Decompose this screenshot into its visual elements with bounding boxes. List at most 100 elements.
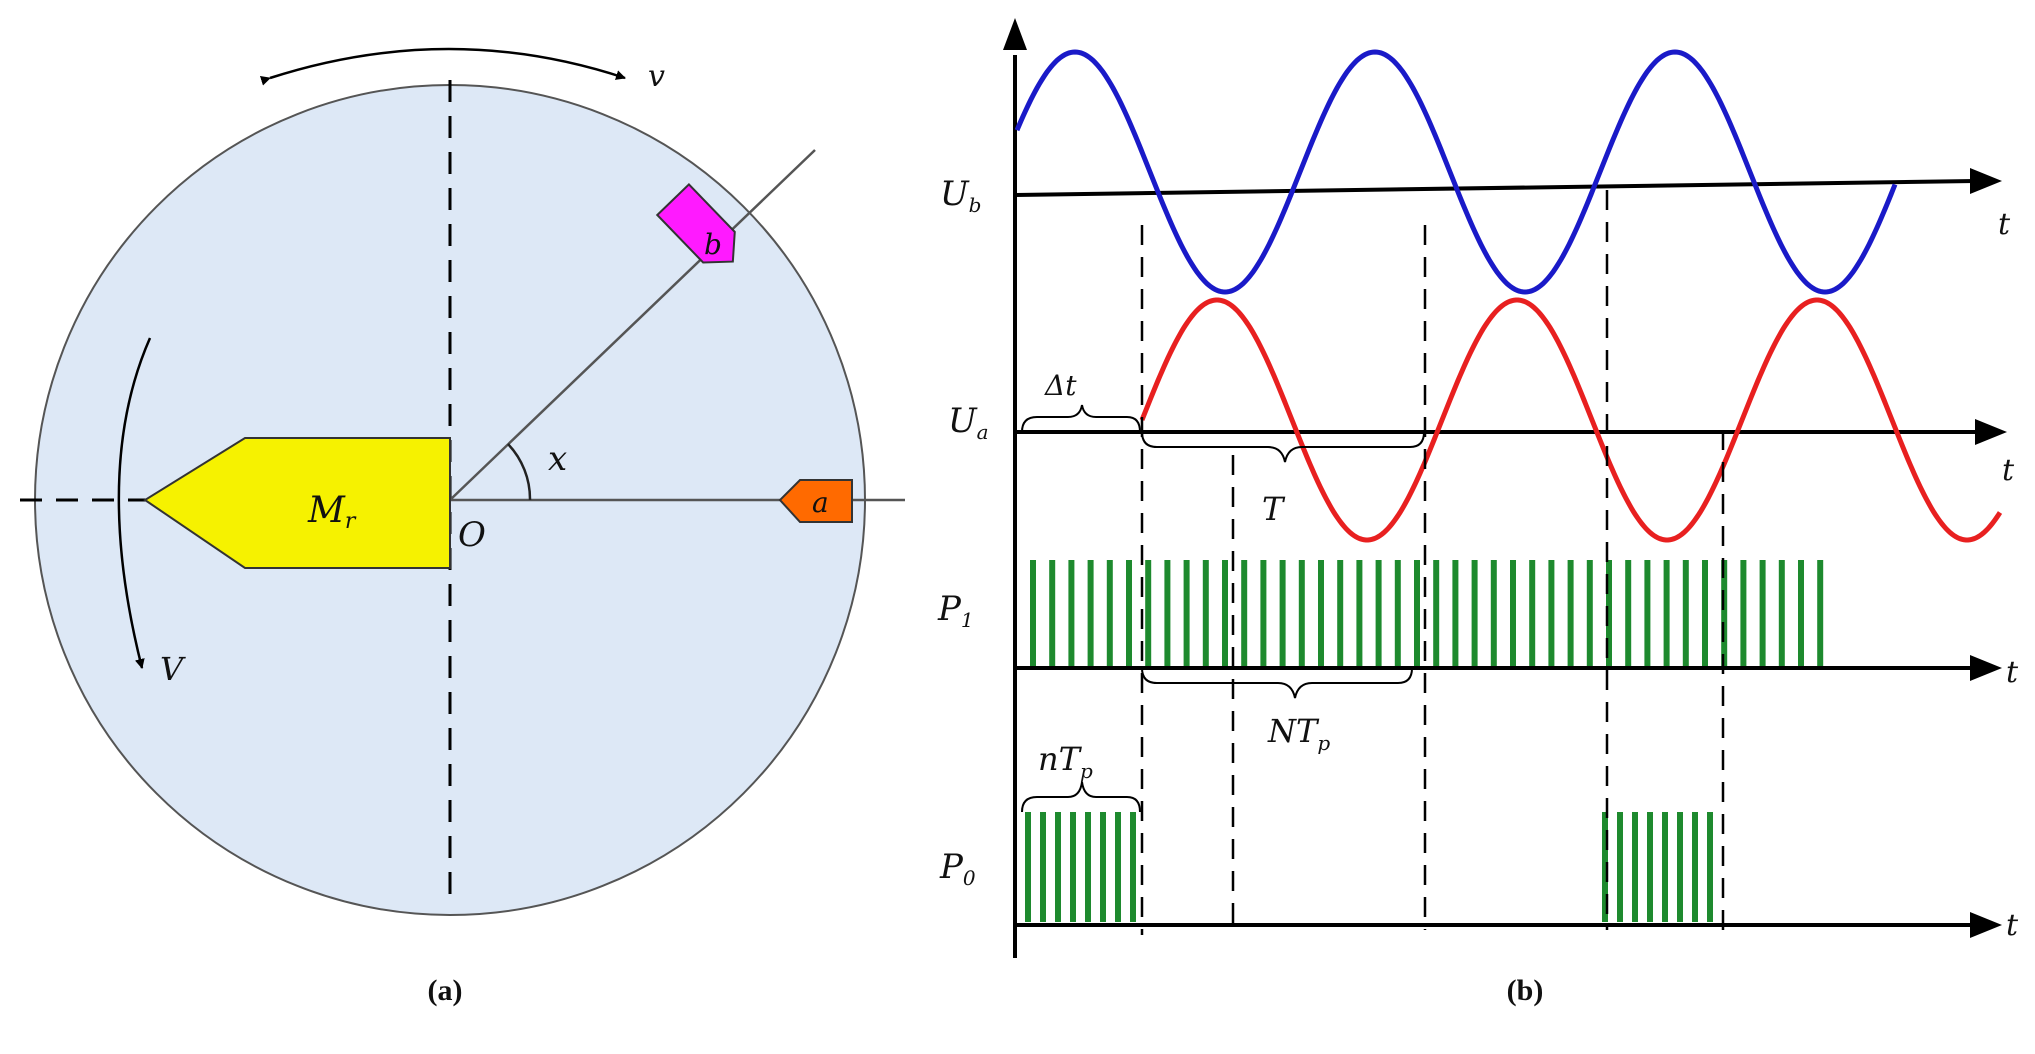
- period-label: T: [1262, 490, 1286, 528]
- mover-shape: [143, 437, 451, 569]
- count-brace: [1141, 667, 1413, 699]
- sensor-b-label: b: [704, 228, 722, 261]
- vertical-axis-arrow: [1003, 18, 1027, 50]
- pulse-bar: [1644, 560, 1651, 666]
- pulse-bar: [1586, 560, 1593, 666]
- pulse-bar: [1663, 560, 1670, 666]
- pulse-bar: [1682, 560, 1689, 666]
- sensor-a-label: a: [812, 486, 829, 519]
- delta-t-brace: [1021, 404, 1141, 433]
- pulse-bar: [1068, 560, 1075, 666]
- pulse-bar: [1625, 560, 1632, 666]
- pulse-bar: [1260, 560, 1267, 666]
- panel-a: x Mr O a b v V (a): [20, 47, 905, 1007]
- pulse-bar: [1471, 560, 1478, 666]
- p0-time-axis-arrow: [1970, 912, 2002, 938]
- ua-label: Ua: [948, 401, 989, 444]
- mover-label: Mr: [307, 490, 357, 534]
- pulse-bar: [1617, 812, 1623, 922]
- pulse-bar: [1025, 812, 1031, 922]
- pulse-bar: [1529, 560, 1536, 666]
- pulse-bar: [1707, 812, 1713, 922]
- pulse-bar: [1721, 560, 1728, 666]
- pulse-bar: [1106, 560, 1113, 666]
- small-count-label: nTp: [1038, 740, 1093, 783]
- ub-label: Ub: [940, 174, 981, 217]
- angle-label: x: [548, 439, 567, 479]
- pulse-bar: [1356, 560, 1363, 666]
- left-rotation-arrow: [117, 337, 152, 669]
- ub-sine-wave: [1014, 49, 1898, 295]
- ua-axis-t-label: t: [2002, 453, 2015, 488]
- delta-t-label: Δt: [1044, 369, 1077, 402]
- p1-label: P1: [937, 589, 974, 632]
- sensor-b: [655, 183, 736, 264]
- pulse-bar: [1241, 560, 1248, 666]
- angle-arc: [507, 443, 532, 501]
- pulse-bar: [1145, 560, 1152, 666]
- pulse-bar: [1130, 812, 1136, 922]
- pulse-bar: [1740, 560, 1747, 666]
- pulse-bar: [1394, 560, 1401, 666]
- ub-time-axis: [1014, 179, 1976, 197]
- pulse-bar: [1692, 812, 1698, 922]
- pulse-bar: [1548, 560, 1555, 666]
- pulse-bar: [1606, 560, 1612, 666]
- pulse-bar: [1632, 812, 1638, 922]
- pulse-bar: [1817, 560, 1824, 666]
- pulse-bar: [1087, 560, 1094, 666]
- pulse-bar: [1318, 560, 1324, 666]
- pulse-bar: [1677, 812, 1683, 922]
- pulse-bar: [1049, 560, 1056, 666]
- pulse-bar: [1202, 560, 1209, 666]
- period-brace: [1141, 431, 1425, 463]
- sensor-a-shape: [778, 479, 853, 523]
- small-count-brace: [1021, 781, 1141, 813]
- count-label: NTp: [1267, 712, 1330, 755]
- pulse-bar: [1778, 560, 1785, 666]
- ua-sine-wave: [1139, 297, 2003, 543]
- pulse-bar: [1662, 812, 1668, 922]
- left-velocity-label: V: [160, 650, 186, 688]
- caption-a: (a): [428, 974, 463, 1007]
- panel-b: Δt T NTp nTp Ub Ua P1 P0 t t t t (b): [937, 18, 2019, 1007]
- pulse-bar: [1433, 560, 1440, 666]
- pulse-bar: [1798, 560, 1804, 666]
- pulse-bar: [1055, 812, 1061, 922]
- ua-time-axis-arrow: [1975, 419, 2007, 445]
- pulse-bar: [1126, 560, 1132, 666]
- pulse-bar: [1222, 560, 1228, 666]
- pulse-bar: [1279, 560, 1286, 666]
- ub-time-axis-arrow: [1970, 168, 2002, 194]
- p0-axis-t-label: t: [2006, 908, 2019, 943]
- p0-label: P0: [939, 847, 976, 890]
- pulse-bar: [1070, 812, 1076, 922]
- pulse-bar: [1115, 812, 1121, 922]
- pulse-bar: [1510, 560, 1516, 666]
- pulse-bar: [1375, 560, 1382, 666]
- caption-b: (b): [1507, 974, 1544, 1007]
- pulse-bar: [1337, 560, 1344, 666]
- pulse-bar: [1490, 560, 1497, 666]
- pulse-bar: [1030, 560, 1036, 666]
- pulse-bar: [1100, 812, 1106, 922]
- p1-time-axis-arrow: [1970, 655, 2002, 681]
- ub-axis-t-label: t: [1998, 207, 2011, 242]
- p1-pulse-train: [1030, 560, 1824, 666]
- p1-axis-t-label: t: [2006, 655, 2019, 690]
- diagonal-axis: [449, 149, 816, 501]
- pulse-bar: [1298, 560, 1305, 666]
- pulse-bar: [1414, 560, 1420, 666]
- top-rotation-arrow: [259, 47, 626, 86]
- pulse-bar: [1040, 812, 1046, 922]
- top-velocity-label: v: [648, 59, 665, 94]
- pulse-bar: [1164, 560, 1171, 666]
- center-label: O: [458, 515, 486, 555]
- pulse-bar: [1647, 812, 1653, 922]
- pulse-bar: [1602, 812, 1608, 922]
- pulse-bar: [1702, 560, 1708, 666]
- pulse-bar: [1567, 560, 1574, 666]
- pulse-bar: [1085, 812, 1091, 922]
- p0-pulse-train: [1025, 812, 1713, 922]
- pulse-bar: [1759, 560, 1766, 666]
